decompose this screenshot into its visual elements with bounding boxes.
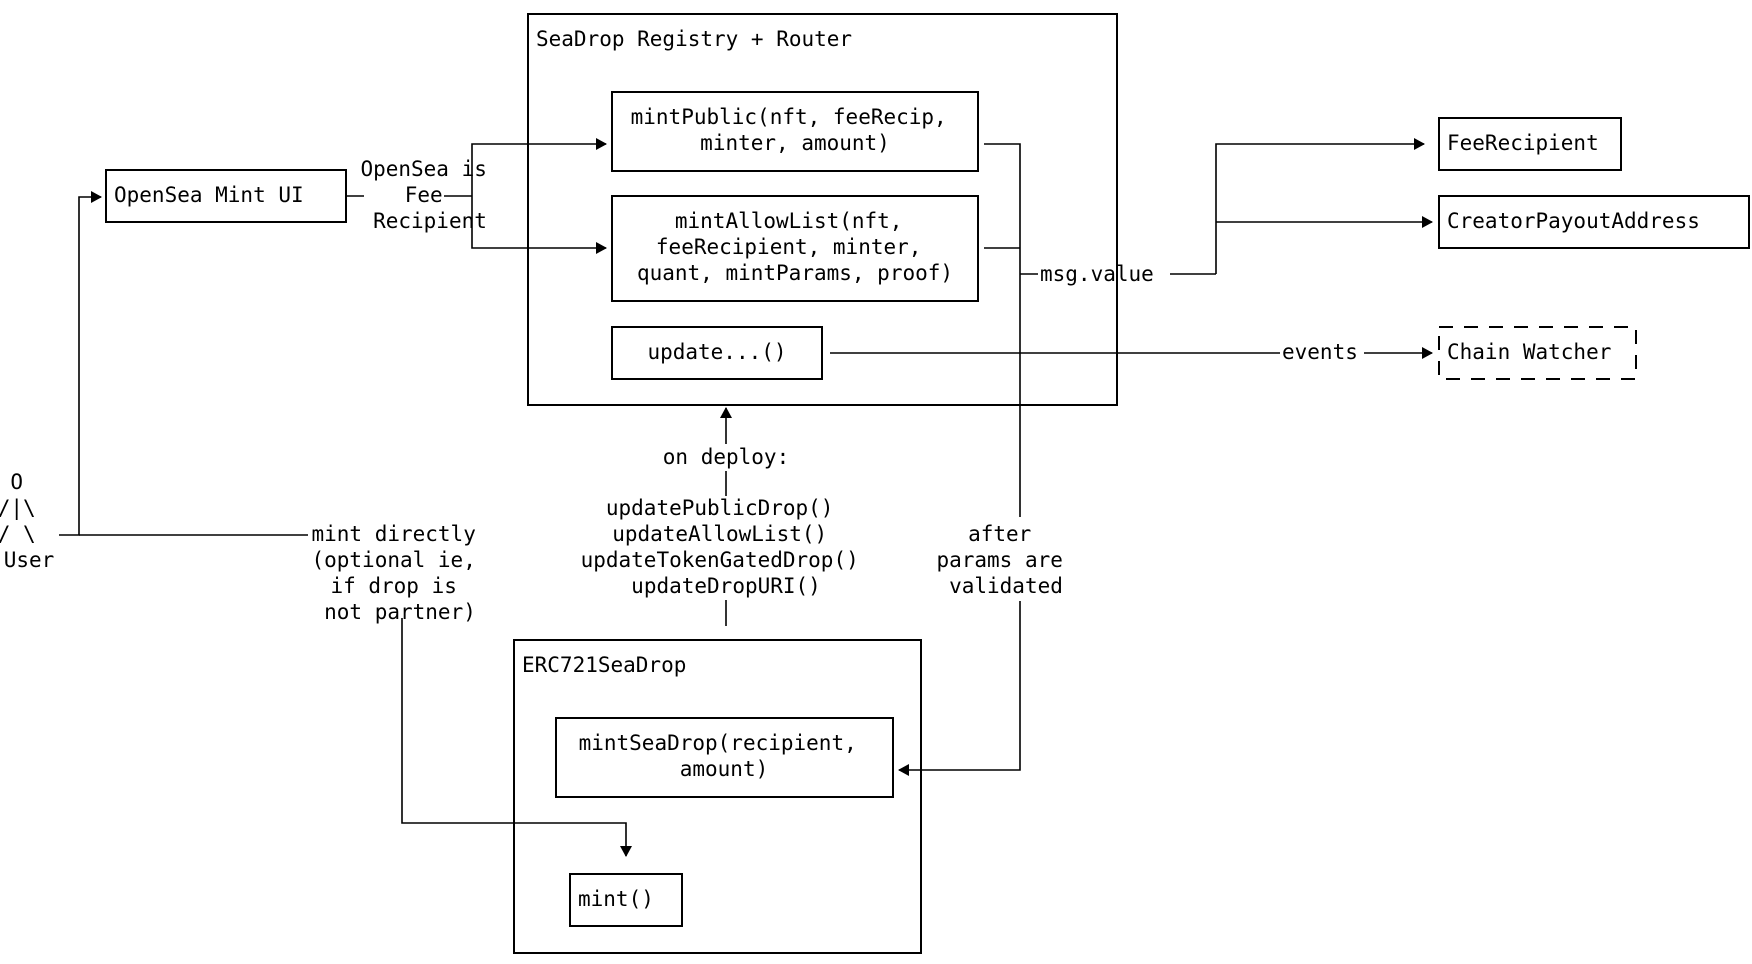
edge-bracket-to-mint-public [471, 138, 607, 196]
deploy-call-3: updateTokenGatedDrop() [581, 548, 859, 572]
mint-public-line-1: mintPublic(nft, feeRecip, [631, 105, 947, 129]
deploy-calls-label: updatePublicDrop() updateAllowList() upd… [581, 496, 872, 598]
mint-seadrop-line-2: amount) [680, 757, 769, 781]
chain-watcher-label: Chain Watcher [1447, 340, 1611, 364]
fee-recipient-note-line-1: OpenSea is [360, 157, 486, 181]
after-validated-line-2: params are [936, 548, 1062, 572]
mint-public-label: mintPublic(nft, feeRecip, minter, amount… [631, 105, 960, 155]
mint-allow-list-line-2: feeRecipient, minter, [656, 235, 922, 259]
registry-router-title: SeaDrop Registry + Router [536, 27, 852, 51]
mint-seadrop-label: mintSeaDrop(recipient, amount) [579, 731, 870, 781]
mint-directly-line-3: if drop is [330, 574, 456, 598]
erc721-seadrop-title: ERC721SeaDrop [522, 653, 686, 677]
update-label: update...() [647, 340, 786, 364]
after-validated-label: after params are validated [936, 522, 1075, 598]
mint-public-box [611, 91, 979, 172]
creator-payout-label: CreatorPayoutAddress [1447, 209, 1700, 233]
erc721-seadrop-box [513, 639, 922, 954]
mint-allow-list-line-3: quant, mintParams, proof) [637, 261, 953, 285]
fee-recipient-box [1438, 117, 1622, 171]
user-legs: / \ [0, 522, 36, 546]
events-label: events [1282, 340, 1358, 364]
mint-allow-list-label: mintAllowList(nft, feeRecipient, minter,… [637, 209, 953, 285]
opensea-mint-ui-label: OpenSea Mint UI [114, 183, 304, 207]
mint-directly-line-2: (optional ie, [311, 548, 475, 572]
mint-seadrop-box [555, 717, 894, 798]
mint-allow-list-line-1: mintAllowList(nft, [675, 209, 903, 233]
mint-seadrop-line-1: mintSeaDrop(recipient, [579, 731, 857, 755]
edge-msg-value-to-fee-recipient [1215, 138, 1425, 274]
fee-recipient-note-line-2: Fee [405, 183, 443, 207]
edge-user-to-opensea-ui [59, 191, 102, 536]
mint-directly-line-1: mint directly [311, 522, 475, 546]
edge-validated-to-mint-seadrop [898, 601, 1021, 776]
user-body: /|\ [0, 496, 36, 521]
deploy-call-2: updateAllowList() [612, 522, 827, 546]
fee-recipient-note: OpenSea is Fee Recipient [360, 157, 499, 233]
msg-value-label: msg.value [1040, 262, 1154, 286]
creator-payout-box [1438, 195, 1750, 249]
mint-box [569, 873, 683, 927]
mint-allow-list-box [611, 195, 979, 302]
mint-label: mint() [578, 887, 654, 911]
edge-mint-public-out [984, 143, 1021, 517]
user-actor: O /|\ / \ User [0, 470, 54, 572]
after-validated-line-1: after [968, 522, 1031, 546]
after-validated-line-3: validated [949, 574, 1063, 598]
registry-router-box [527, 13, 1118, 406]
deploy-call-1: updatePublicDrop() [606, 496, 834, 520]
mint-directly-label: mint directly (optional ie, if drop is n… [311, 522, 488, 624]
edge-mint-directly-to-mint [401, 618, 632, 857]
update-box [611, 326, 823, 380]
deploy-call-4: updateDropURI() [631, 574, 821, 598]
user-head: O [10, 470, 23, 494]
fee-recipient-label: FeeRecipient [1447, 131, 1599, 155]
fee-recipient-note-line-3: Recipient [373, 209, 487, 233]
mint-directly-line-4: not partner) [324, 600, 476, 624]
user-label: User [4, 548, 55, 572]
mint-public-line-2: minter, amount) [700, 131, 890, 155]
on-deploy-label: on deploy: [663, 445, 789, 469]
edge-bracket-to-mint-allow-list [471, 196, 607, 254]
